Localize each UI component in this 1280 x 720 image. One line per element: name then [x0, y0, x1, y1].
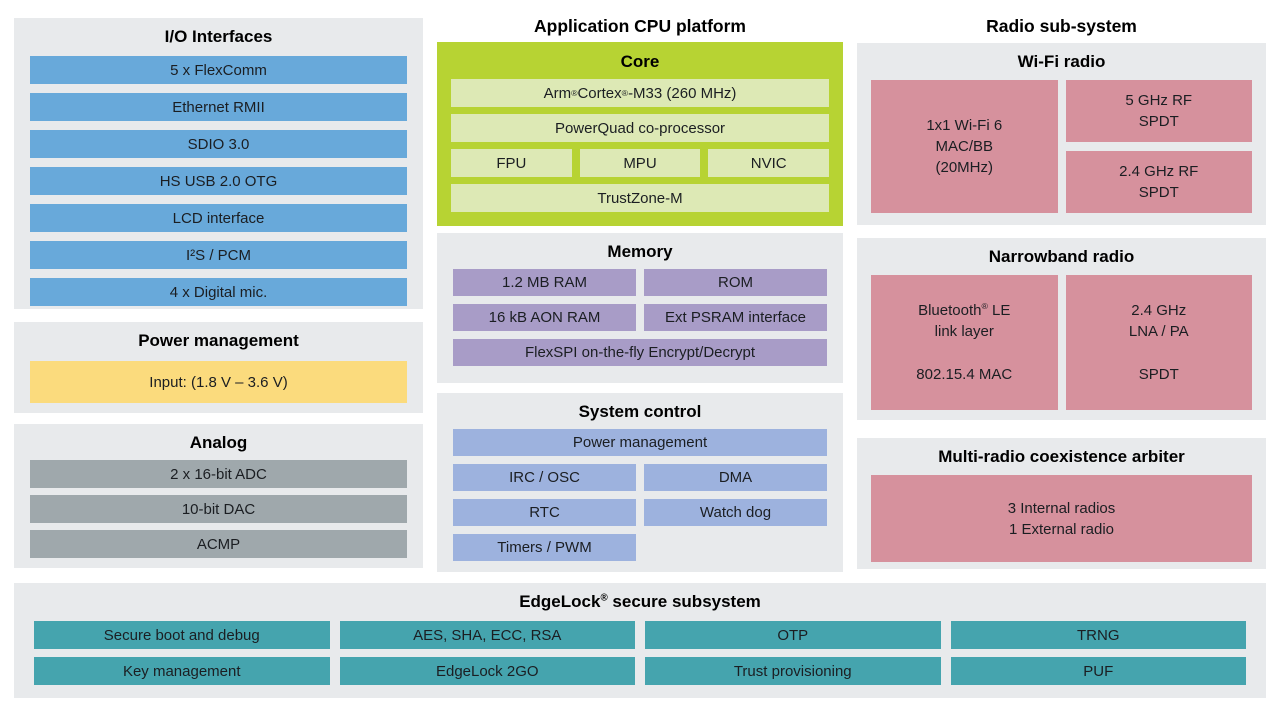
wifi-radio-title: Wi-Fi radio — [1017, 52, 1106, 71]
edgelock-block-secure-boot: Secure boot and debug — [34, 621, 330, 649]
wifi-line: SPDT — [1138, 184, 1179, 201]
power-block: Input: (1.8 V – 3.6 V) — [30, 361, 407, 403]
coexistence-arbiter-section: Multi-radio coexistence arbiter 3 Intern… — [857, 438, 1266, 569]
system-control-title: System control — [578, 402, 702, 421]
radio-subsystem-title: Radio sub-system — [986, 16, 1137, 36]
edgelock-title: EdgeLock® secure subsystem — [519, 592, 761, 611]
narrowband-line: 802.15.4 MAC — [916, 366, 1013, 383]
core-block-fpu: FPU — [451, 149, 572, 177]
cpu-platform-title: Application CPU platform — [534, 16, 746, 36]
io-block: I²S / PCM — [30, 241, 407, 269]
edgelock-block-trng: TRNG — [950, 621, 1246, 649]
core-title: Core — [620, 52, 660, 71]
memory-title: Memory — [607, 242, 673, 261]
edgelock-block-trust-prov: Trust provisioning — [645, 657, 941, 685]
io-block: Ethernet RMII — [30, 93, 407, 121]
io-block: HS USB 2.0 OTG — [30, 167, 407, 195]
system-block-dma: DMA — [644, 464, 827, 491]
analog-section: Analog 2 x 16-bit ADC 10-bit DAC ACMP — [14, 424, 423, 568]
edgelock-block-key-mgmt: Key management — [34, 657, 330, 685]
power-management-section: Power management Input: (1.8 V – 3.6 V) — [14, 322, 423, 413]
lna-pa-block: 2.4 GHz LNA / PA SPDT — [1065, 275, 1252, 410]
system-block-watchdog: Watch dog — [644, 499, 827, 526]
analog-block: 10-bit DAC — [30, 495, 407, 523]
edgelock-block-2go: EdgeLock 2GO — [339, 657, 635, 685]
narrowband-line: link layer — [934, 323, 994, 340]
system-block-irc-osc: IRC / OSC — [453, 464, 636, 491]
analog-block: 2 x 16-bit ADC — [30, 460, 407, 488]
wifi-line: 1x1 Wi-Fi 6 — [926, 117, 1003, 134]
core-block-trustzone: TrustZone-M — [451, 184, 829, 212]
wifi-line: SPDT — [1138, 113, 1179, 130]
wifi-24ghz-spdt-block: 2.4 GHz RF SPDT — [1065, 151, 1252, 213]
wifi-5ghz-spdt-block: 5 GHz RF SPDT — [1065, 80, 1252, 142]
system-block-power: Power management — [453, 429, 827, 456]
edgelock-block-puf: PUF — [950, 657, 1246, 685]
io-block: 4 x Digital mic. — [30, 278, 407, 306]
narrowband-line: Bluetooth® LE — [918, 301, 1011, 319]
io-interfaces-section: I/O Interfaces 5 x FlexComm Ethernet RMI… — [14, 18, 423, 309]
memory-block-psram: Ext PSRAM interface — [644, 304, 827, 331]
narrowband-radio-title: Narrowband radio — [988, 247, 1135, 266]
io-block: 5 x FlexComm — [30, 56, 407, 84]
narrowband-line: LNA / PA — [1128, 323, 1189, 340]
io-block: SDIO 3.0 — [30, 130, 407, 158]
narrowband-radio-section: Narrowband radio Bluetooth® LE link laye… — [857, 238, 1266, 420]
narrowband-line: 2.4 GHz — [1131, 302, 1187, 319]
coexistence-arbiter-title: Multi-radio coexistence arbiter — [938, 447, 1185, 466]
wifi-line: 5 GHz RF — [1125, 92, 1193, 109]
edgelock-section: EdgeLock® secure subsystem Secure boot a… — [14, 583, 1266, 698]
coexistence-radios-block: 3 Internal radios 1 External radio — [871, 475, 1252, 562]
memory-block-aon-ram: 16 kB AON RAM — [453, 304, 636, 331]
wifi-line: MAC/BB — [935, 138, 993, 155]
coexistence-line: 1 External radio — [1008, 520, 1115, 538]
wifi-line: (20MHz) — [935, 159, 993, 176]
wifi-line: 2.4 GHz RF — [1119, 163, 1199, 180]
io-block: LCD interface — [30, 204, 407, 232]
core-block-nvic: NVIC — [708, 149, 829, 177]
power-management-title: Power management — [138, 331, 299, 350]
system-block-timers: Timers / PWM — [453, 534, 636, 561]
analog-block: ACMP — [30, 530, 407, 558]
edgelock-block-crypto: AES, SHA, ECC, RSA — [339, 621, 635, 649]
core-block-cortex: Arm® Cortex®-M33 (260 MHz) — [451, 79, 829, 107]
memory-block-rom: ROM — [644, 269, 827, 296]
memory-block-ram: 1.2 MB RAM — [453, 269, 636, 296]
narrowband-line: SPDT — [1138, 366, 1179, 383]
core-block-mpu: MPU — [579, 149, 701, 177]
system-control-section: System control Power management IRC / OS… — [437, 393, 843, 572]
memory-section: Memory 1.2 MB RAM ROM 16 kB AON RAM Ext … — [437, 233, 843, 383]
core-block-powerquad: PowerQuad co-processor — [451, 114, 829, 142]
wifi-mac-bb-block: 1x1 Wi-Fi 6 MAC/BB (20MHz) — [871, 80, 1058, 213]
memory-block-flexspi: FlexSPI on-the-fly Encrypt/Decrypt — [453, 339, 827, 366]
edgelock-block-otp: OTP — [645, 621, 941, 649]
coexistence-line: 3 Internal radios — [1007, 499, 1116, 517]
wifi-radio-section: Wi-Fi radio 1x1 Wi-Fi 6 MAC/BB (20MHz) 5… — [857, 43, 1266, 225]
core-section: Core Arm® Cortex®-M33 (260 MHz) PowerQua… — [437, 42, 843, 226]
system-block-rtc: RTC — [453, 499, 636, 526]
io-interfaces-title: I/O Interfaces — [164, 27, 273, 46]
analog-title: Analog — [189, 433, 248, 452]
bluetooth-le-block: Bluetooth® LE link layer 802.15.4 MAC — [871, 275, 1058, 410]
